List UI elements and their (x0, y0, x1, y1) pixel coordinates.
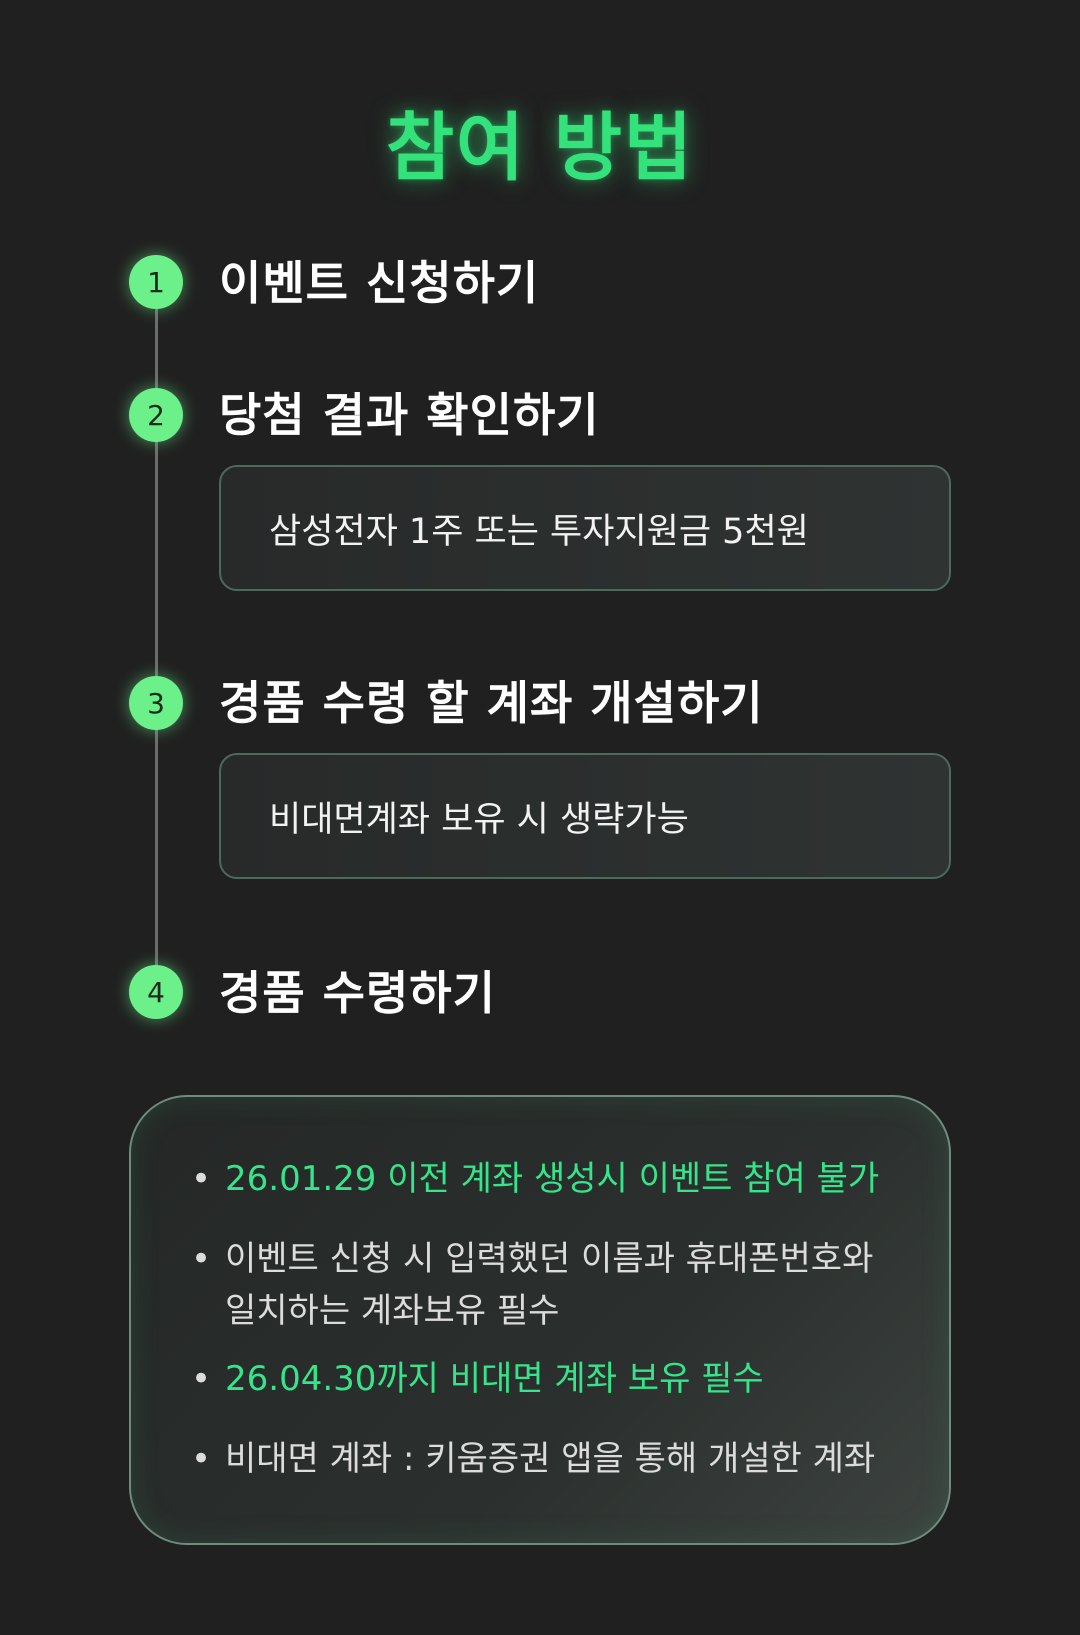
timeline-connector (155, 282, 158, 984)
step-title-4: 경품 수령하기 (219, 966, 496, 1020)
notice-item-2: • 이벤트 신청 시 입력했던 이름과 휴대폰번호와 일치하는 계좌보유 필수 (191, 1233, 905, 1337)
bullet-icon: • (191, 1439, 212, 1479)
notice-item-text-line1: 이벤트 신청 시 입력했던 이름과 휴대폰번호와 (225, 1239, 874, 1279)
step-number-4: 4 (129, 965, 183, 1019)
bullet-icon: • (191, 1239, 212, 1279)
notice-item-text: 26.04.30까지 비대면 계좌 보유 필수 (225, 1359, 764, 1399)
notice-item-text-line2: 일치하는 계좌보유 필수 (225, 1291, 560, 1331)
step-detail-box-3: 비대면계좌 보유 시 생략가능 (219, 753, 951, 879)
notice-item-4: • 비대면 계좌 : 키움증권 앱을 통해 개설한 계좌 (191, 1433, 905, 1485)
notice-item-1: • 26.01.29 이전 계좌 생성시 이벤트 참여 불가 (191, 1153, 905, 1205)
notice-item-3: • 26.04.30까지 비대면 계좌 보유 필수 (191, 1353, 905, 1405)
step-title-3: 경품 수령 할 계좌 개설하기 (219, 676, 764, 730)
step-detail-text-3: 비대면계좌 보유 시 생략가능 (269, 799, 689, 840)
step-detail-box-2: 삼성전자 1주 또는 투자지원금 5천원 (219, 465, 951, 591)
step-number-2: 2 (129, 388, 183, 442)
step-number-1: 1 (129, 255, 183, 309)
step-title-2: 당첨 결과 확인하기 (219, 388, 600, 442)
step-number-3: 3 (129, 676, 183, 730)
notice-item-text: 비대면 계좌 : 키움증권 앱을 통해 개설한 계좌 (225, 1439, 876, 1479)
step-title-1: 이벤트 신청하기 (219, 256, 540, 310)
bullet-icon: • (191, 1159, 212, 1199)
step-detail-text-2: 삼성전자 1주 또는 투자지원금 5천원 (269, 511, 809, 552)
notice-item-text: 26.01.29 이전 계좌 생성시 이벤트 참여 불가 (225, 1159, 880, 1199)
notice-panel: • 26.01.29 이전 계좌 생성시 이벤트 참여 불가 • 이벤트 신청 … (129, 1095, 951, 1545)
bullet-icon: • (191, 1359, 212, 1399)
page-title: 참여 방법 (385, 105, 695, 191)
